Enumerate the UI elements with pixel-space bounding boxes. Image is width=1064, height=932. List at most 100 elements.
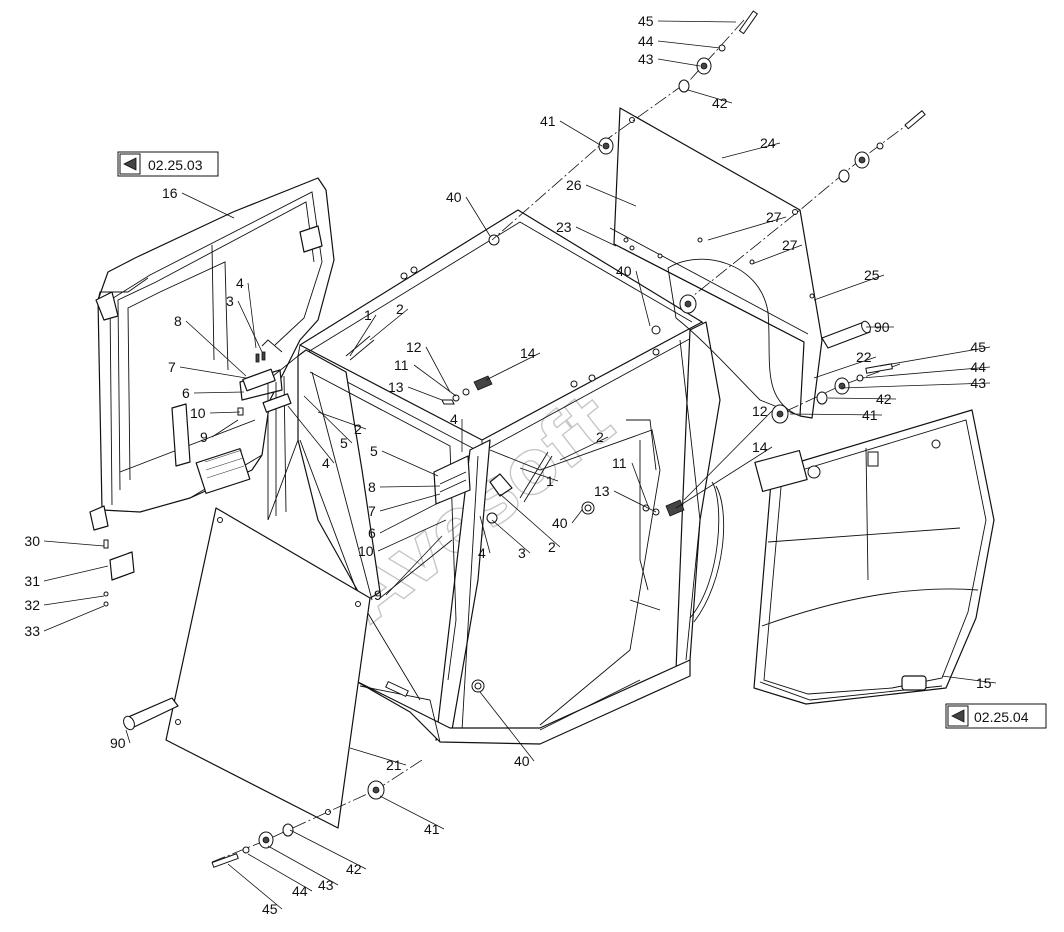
callout-90: 90 <box>874 319 890 335</box>
cab-frame <box>267 209 725 745</box>
callout-12: 12 <box>752 403 768 419</box>
callout-1: 1 <box>364 307 372 323</box>
leader-line <box>751 244 803 265</box>
callout-43: 43 <box>970 375 986 391</box>
leader-line <box>789 413 883 416</box>
leader-line <box>675 446 773 509</box>
leader-line <box>349 747 407 766</box>
leader-line <box>227 863 283 910</box>
callout-24: 24 <box>760 135 776 151</box>
leader-lines <box>43 20 997 910</box>
callout-45: 45 <box>262 901 278 917</box>
callout-41: 41 <box>424 821 440 837</box>
leader-line <box>379 493 441 512</box>
leader-line <box>657 20 737 23</box>
leader-line <box>575 226 617 247</box>
leader-line <box>841 382 991 389</box>
callout-14: 14 <box>520 345 536 361</box>
leader-line <box>407 386 443 401</box>
leader-line <box>379 795 445 830</box>
callout-13: 13 <box>594 483 610 499</box>
callout-labels: 4544434241242623272725902245444342414040… <box>24 13 991 917</box>
callout-44: 44 <box>292 883 308 899</box>
callout-45: 45 <box>638 13 654 29</box>
leader-line <box>635 270 651 327</box>
callout-3: 3 <box>518 545 526 561</box>
leader-line <box>381 450 439 477</box>
leader-line <box>485 352 541 381</box>
leader-line <box>303 395 353 444</box>
callout-43: 43 <box>638 51 654 67</box>
callout-4: 4 <box>450 411 458 427</box>
callout-27: 27 <box>782 237 798 253</box>
leader-line <box>247 853 313 892</box>
leader-line <box>559 120 603 147</box>
callout-42: 42 <box>346 861 362 877</box>
callout-9: 9 <box>374 587 382 603</box>
ref-box-right[interactable]: 02.25.04 <box>945 703 1047 729</box>
leader-line <box>519 467 559 482</box>
leader-line <box>287 405 335 464</box>
leader-line <box>181 192 235 219</box>
leader-line <box>479 691 535 762</box>
leader-line <box>813 356 877 379</box>
callout-21: 21 <box>386 757 402 773</box>
leader-line <box>941 675 997 684</box>
leader-line <box>499 493 561 548</box>
leader-line <box>571 509 583 524</box>
callout-5: 5 <box>370 443 378 459</box>
leader-line <box>585 184 637 207</box>
callout-4: 4 <box>478 545 486 561</box>
callout-8: 8 <box>174 313 182 329</box>
callout-14: 14 <box>752 439 768 455</box>
callout-32: 32 <box>24 597 40 613</box>
callout-4: 4 <box>322 455 330 471</box>
callout-2: 2 <box>548 539 556 555</box>
leader-line <box>193 391 245 394</box>
rear-top-panel <box>609 107 871 419</box>
leader-line <box>379 485 441 488</box>
callout-10: 10 <box>358 543 374 559</box>
leader-line <box>879 346 991 367</box>
leader-line <box>631 462 649 507</box>
leader-line <box>721 142 781 159</box>
fastener-stack-right-upper <box>679 110 926 314</box>
callout-1: 1 <box>546 473 554 489</box>
fastener-stack-top <box>491 10 759 241</box>
callout-40: 40 <box>616 263 632 279</box>
leader-line <box>813 274 885 301</box>
callout-3: 3 <box>226 293 234 309</box>
callout-12: 12 <box>406 339 422 355</box>
callout-40: 40 <box>552 515 568 531</box>
callout-10: 10 <box>190 405 206 421</box>
leader-line <box>43 595 105 606</box>
leader-line <box>369 308 409 341</box>
callout-15: 15 <box>976 675 992 691</box>
callout-13: 13 <box>388 379 404 395</box>
callout-90: 90 <box>110 735 126 751</box>
arrow-left-icon <box>951 709 965 723</box>
callout-11: 11 <box>612 455 627 471</box>
leader-line <box>267 845 339 886</box>
callout-27: 27 <box>766 209 782 225</box>
callout-41: 41 <box>862 407 878 423</box>
ref-label-right: 02.25.04 <box>974 709 1029 725</box>
callout-40: 40 <box>514 753 530 769</box>
callout-2: 2 <box>596 429 604 445</box>
callout-30: 30 <box>24 533 40 549</box>
callout-44: 44 <box>970 359 986 375</box>
callout-2: 2 <box>354 421 362 437</box>
leader-line <box>861 366 991 379</box>
leader-line <box>377 519 447 552</box>
callout-42: 42 <box>712 95 728 111</box>
leader-line <box>289 829 367 870</box>
leader-line <box>43 540 105 547</box>
leader-line <box>683 410 773 501</box>
leader-line <box>185 320 247 377</box>
ref-box-left[interactable]: 02.25.03 <box>117 151 219 177</box>
callout-44: 44 <box>638 33 654 49</box>
callout-22: 22 <box>856 349 872 365</box>
callout-23: 23 <box>556 219 572 235</box>
leader-line <box>43 605 105 632</box>
